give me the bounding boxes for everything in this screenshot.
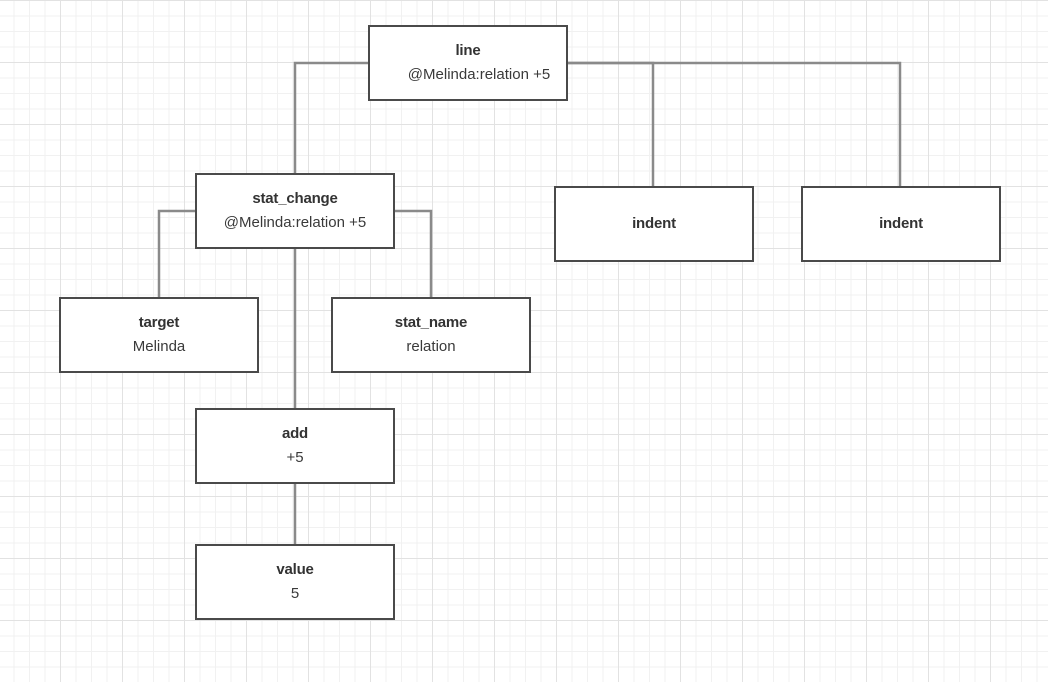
- node-target-title: target: [138, 314, 180, 331]
- node-add-title: add: [281, 425, 309, 442]
- edge-line-indent-1: [566, 61, 655, 187]
- node-value-title: value: [276, 561, 314, 578]
- edge-line-stat_change: [293, 61, 369, 175]
- node-stat-name[interactable]: stat_name relation: [331, 297, 531, 373]
- node-target-value: Melinda: [132, 338, 186, 355]
- edge-line-indent-2: [566, 61, 902, 187]
- edge-stat_change-stat_name: [393, 209, 433, 298]
- node-target[interactable]: target Melinda: [59, 297, 259, 373]
- edge-stat_change-target: [157, 209, 196, 298]
- node-stat-change-title: stat_change: [252, 190, 338, 207]
- node-line[interactable]: line @Melinda:relation +5: [368, 25, 568, 101]
- node-stat-change[interactable]: stat_change @Melinda:relation +5: [195, 173, 395, 249]
- node-line-title: line: [455, 42, 481, 59]
- node-value[interactable]: value 5: [195, 544, 395, 620]
- node-line-value: @Melinda:relation +5: [407, 66, 551, 83]
- node-stat-name-title: stat_name: [394, 314, 468, 331]
- node-add[interactable]: add +5: [195, 408, 395, 484]
- node-stat-change-value: @Melinda:relation +5: [223, 214, 367, 231]
- node-add-value: +5: [286, 449, 304, 466]
- node-stat-name-value: relation: [406, 338, 456, 355]
- node-indent-1[interactable]: indent: [554, 186, 754, 262]
- node-indent-2-title: indent: [879, 215, 923, 232]
- node-value-value: 5: [290, 585, 300, 602]
- node-indent-2[interactable]: indent: [801, 186, 1001, 262]
- node-indent-1-title: indent: [632, 215, 676, 232]
